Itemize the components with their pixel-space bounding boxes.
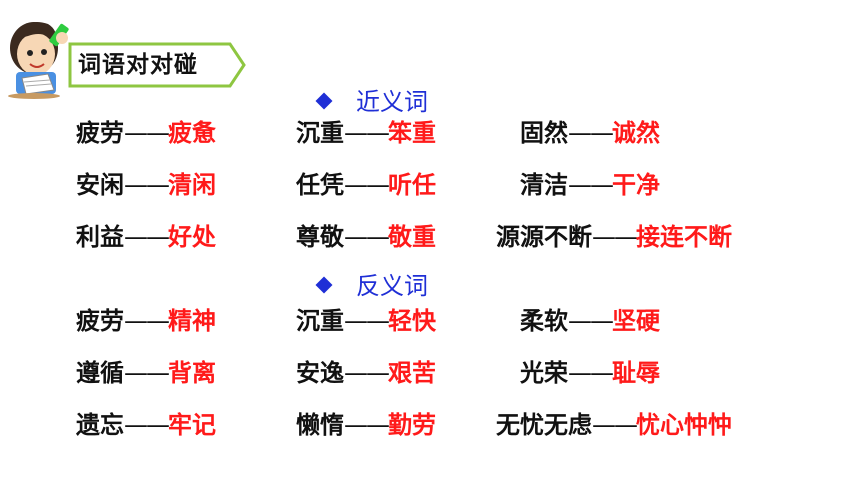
answer: 坚硬 xyxy=(612,307,660,335)
answer: 轻快 xyxy=(388,307,436,335)
word: 疲劳 xyxy=(76,119,124,147)
reading-boy-illustration xyxy=(8,22,69,99)
word-pair: 利益——好处 xyxy=(76,222,216,252)
word-pair: 固然——诚然 xyxy=(520,118,660,148)
dash: —— xyxy=(344,171,390,199)
word: 尊敬 xyxy=(296,223,344,251)
word-pair: 安逸——艰苦 xyxy=(296,358,436,388)
word: 沉重 xyxy=(296,307,344,335)
dash: —— xyxy=(568,359,614,387)
word: 沉重 xyxy=(296,119,344,147)
dash: —— xyxy=(124,359,170,387)
word: 利益 xyxy=(76,223,124,251)
word: 光荣 xyxy=(520,359,568,387)
answer: 敬重 xyxy=(388,223,436,251)
dash: —— xyxy=(124,411,170,439)
answer: 耻辱 xyxy=(612,359,660,387)
word-pair: 安闲——清闲 xyxy=(76,170,216,200)
answer: 好处 xyxy=(168,223,216,251)
dash: —— xyxy=(344,411,390,439)
answer: 勤劳 xyxy=(388,411,436,439)
word: 安逸 xyxy=(296,359,344,387)
dash: —— xyxy=(568,307,614,335)
dash: —— xyxy=(344,119,390,147)
word: 任凭 xyxy=(296,171,344,199)
section-heading-synonyms: 近义词 xyxy=(315,82,428,117)
section-label: 反义词 xyxy=(356,272,428,300)
answer: 诚然 xyxy=(612,119,660,147)
word: 柔软 xyxy=(520,307,568,335)
page-title: 词语对对碰 xyxy=(78,52,198,78)
answer: 接连不断 xyxy=(636,223,732,251)
answer: 牢记 xyxy=(168,411,216,439)
dash: —— xyxy=(568,171,614,199)
section-heading-antonyms: 反义词 xyxy=(315,266,428,301)
answer: 背离 xyxy=(168,359,216,387)
answer: 疲惫 xyxy=(168,119,216,147)
answer: 清闲 xyxy=(168,171,216,199)
word-pair: 清洁——干净 xyxy=(520,170,660,200)
word-pair: 光荣——耻辱 xyxy=(520,358,660,388)
dash: —— xyxy=(124,171,170,199)
word: 疲劳 xyxy=(76,307,124,335)
word-pair: 沉重——笨重 xyxy=(296,118,436,148)
diamond-bullet-icon xyxy=(315,92,333,110)
word-pair: 懒惰——勤劳 xyxy=(296,410,436,440)
title-tag: 词语对对碰 xyxy=(68,42,246,88)
word-pair: 遗忘——牢记 xyxy=(76,410,216,440)
dash: —— xyxy=(124,223,170,251)
word: 安闲 xyxy=(76,171,124,199)
dash: —— xyxy=(344,223,390,251)
word-pair: 疲劳——精神 xyxy=(76,306,216,336)
word: 遵循 xyxy=(76,359,124,387)
word-pair: 无忧无虑——忧心忡忡 xyxy=(496,410,732,440)
answer: 笨重 xyxy=(388,119,436,147)
answer: 艰苦 xyxy=(388,359,436,387)
word: 无忧无虑 xyxy=(496,411,592,439)
answer: 精神 xyxy=(168,307,216,335)
answer: 听任 xyxy=(388,171,436,199)
word: 清洁 xyxy=(520,171,568,199)
word: 遗忘 xyxy=(76,411,124,439)
section-label: 近义词 xyxy=(356,88,428,116)
title-tag-frame xyxy=(68,42,246,88)
word-pair: 遵循——背离 xyxy=(76,358,216,388)
word: 固然 xyxy=(520,119,568,147)
dash: —— xyxy=(344,359,390,387)
dash: —— xyxy=(592,411,638,439)
word-pair: 疲劳——疲惫 xyxy=(76,118,216,148)
dash: —— xyxy=(124,307,170,335)
word-pair: 沉重——轻快 xyxy=(296,306,436,336)
word-pair: 柔软——坚硬 xyxy=(520,306,660,336)
dash: —— xyxy=(592,223,638,251)
word: 源源不断 xyxy=(496,223,592,251)
dash: —— xyxy=(124,119,170,147)
word-pair: 尊敬——敬重 xyxy=(296,222,436,252)
word-pair: 任凭——听任 xyxy=(296,170,436,200)
diamond-bullet-icon xyxy=(315,276,333,294)
word-pair: 源源不断——接连不断 xyxy=(496,222,732,252)
dash: —— xyxy=(344,307,390,335)
word: 懒惰 xyxy=(296,411,344,439)
answer: 干净 xyxy=(612,171,660,199)
dash: —— xyxy=(568,119,614,147)
answer: 忧心忡忡 xyxy=(636,411,732,439)
